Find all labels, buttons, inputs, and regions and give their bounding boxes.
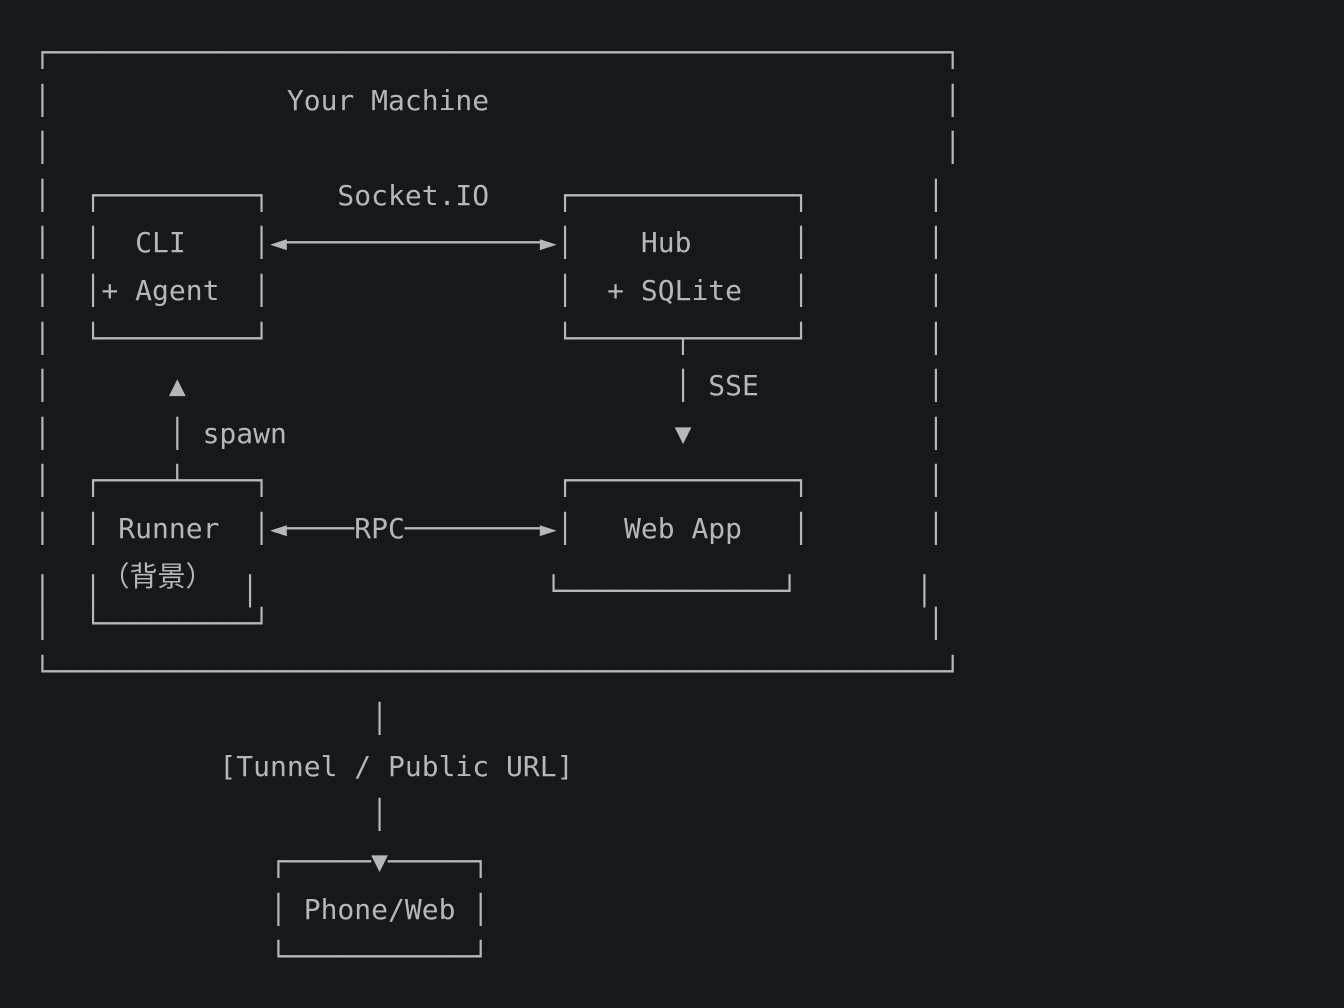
diagram-line-11: │ │（背景） │ └─────────────┘ │ — [34, 553, 961, 608]
diagram-line-0: ┌───────────────────────────────────────… — [34, 36, 962, 69]
diagram-line-15: [Tunnel / Public URL] — [34, 749, 574, 783]
diagram-line-17: ┌─────▼─────┐ — [34, 845, 490, 879]
diagram-line-3: │ ┌─────────┐ Socket.IO ┌─────────────┐ … — [34, 178, 945, 212]
diagram-line-6: │ └─────────┘ └──────┬──────┘ │ — [34, 321, 945, 355]
diagram-line-9: │ ┌────┴────┐ ┌─────────────┐ │ — [34, 464, 945, 498]
diagram-line-14: │ — [34, 702, 389, 736]
diagram-line-12: │ └─────────┘ │ — [34, 607, 945, 641]
diagram-line-19: └───────────┘ — [34, 940, 490, 974]
diagram-line-7: │ ▲ │ SSE │ — [34, 369, 945, 403]
diagram-line-18: │ Phone/Web │ — [34, 892, 490, 926]
cjk-text: （背景） — [101, 559, 214, 593]
ascii-architecture-diagram: ┌───────────────────────────────────────… — [34, 29, 961, 981]
diagram-line-10: │ │ Runner │◄────RPC────────►│ Web App │… — [34, 511, 945, 545]
diagram-line-2: │ │ — [34, 131, 962, 165]
diagram-line-16: │ — [34, 797, 389, 831]
diagram-line-4: │ │ CLI │◄───────────────►│ Hub │ │ — [34, 226, 945, 260]
diagram-line-1: │ Your Machine │ — [34, 83, 962, 117]
diagram-line-13: └───────────────────────────────────────… — [34, 654, 962, 688]
diagram-line-8: │ │ spawn ▼ │ — [34, 416, 945, 450]
diagram-line-5: │ │+ Agent │ │ + SQLite │ │ — [34, 273, 945, 307]
